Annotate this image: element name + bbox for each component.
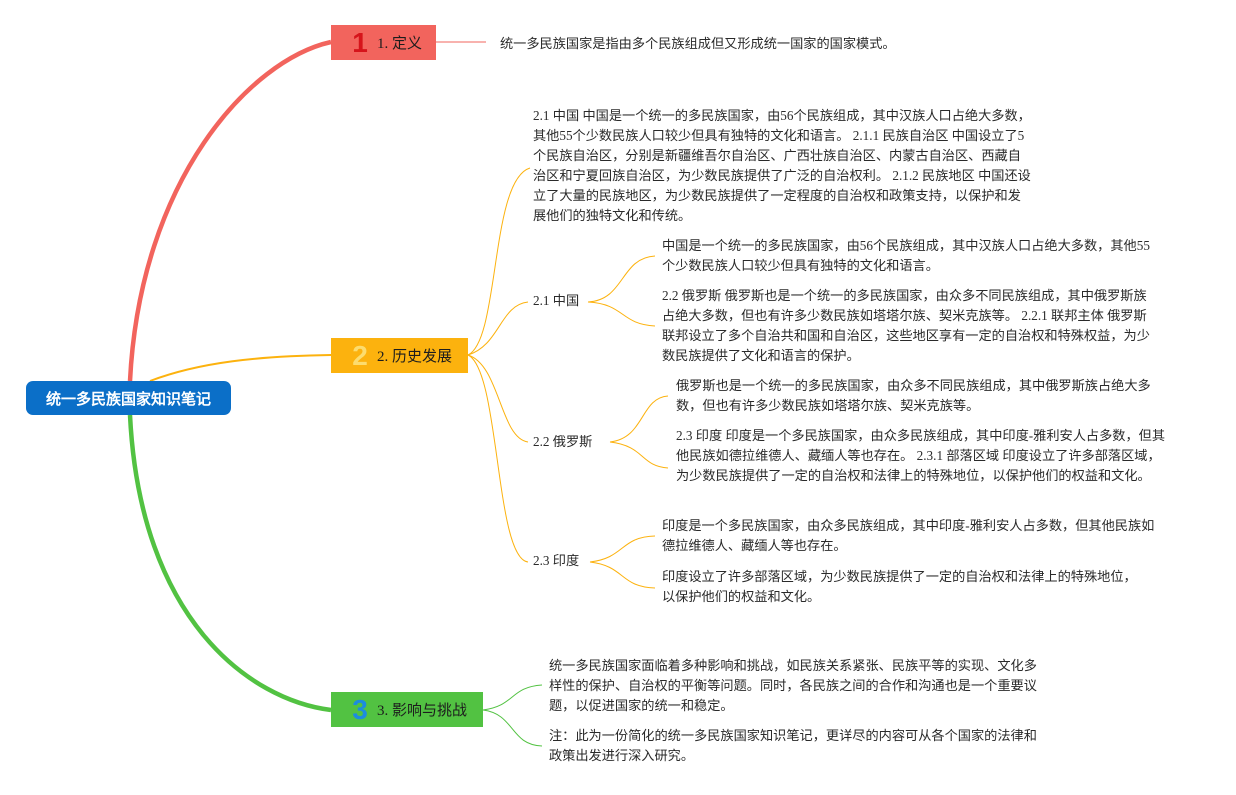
india-note-1[interactable]: 印度是一个多民族国家，由众多民族组成，其中印度-雅利安人占多数，但其他民族如德拉…	[662, 518, 1155, 553]
root-title: 统一多民族国家知识笔记	[45, 390, 211, 408]
branch-number-2: 2	[352, 339, 368, 371]
link-history-russia	[467, 354, 529, 443]
subtopic-china[interactable]: 2.1 中国	[533, 293, 580, 308]
india-note-2[interactable]: 印度设立了许多部落区域，为少数民族提供了一定的自治权和法律上的特殊地位，以保护他…	[662, 569, 1137, 604]
link-china-note-1	[587, 255, 656, 303]
branch-number-1: 1	[352, 26, 368, 58]
impact-note-1[interactable]: 统一多民族国家面临着多种影响和挑战，如民族关系紧张、民族平等的实现、文化多样性的…	[549, 658, 1037, 713]
branch-label: 1. 定义	[377, 36, 423, 52]
branch-history[interactable]: 2 2. 历史发展	[331, 338, 468, 373]
link-impact-note-1	[482, 684, 543, 711]
china-note-2[interactable]: 2.2 俄罗斯 俄罗斯也是一个统一的多民族国家，由众多不同民族组成，其中俄罗斯族…	[662, 288, 1150, 363]
subtopic-russia[interactable]: 2.2 俄罗斯	[533, 434, 593, 449]
branch-number-3: 3	[352, 693, 368, 725]
link-root-definition	[127, 39, 332, 382]
branch-impact[interactable]: 3 3. 影响与挑战	[331, 692, 483, 727]
link-india-note-2	[589, 561, 656, 589]
link-impact-note-2	[482, 709, 543, 747]
impact-note-2[interactable]: 注：此为一份简化的统一多民族国家知识笔记，更详尽的内容可从各个国家的法律和政策出…	[549, 728, 1037, 763]
subtopic-india[interactable]: 2.3 印度	[533, 553, 580, 568]
link-india-note-1	[589, 535, 656, 563]
link-root-history	[149, 354, 332, 382]
link-russia-note-2	[609, 441, 669, 469]
russia-note-2[interactable]: 2.3 印度 印度是一个多民族国家，由众多民族组成，其中印度-雅利安人占多数，但…	[676, 428, 1166, 483]
history-intro-note[interactable]: 2.1 中国 中国是一个统一的多民族国家，由56个民族组成，其中汉族人口占绝大多…	[533, 108, 1031, 223]
link-root-impact	[127, 414, 332, 713]
china-note-1[interactable]: 中国是一个统一的多民族国家，由56个民族组成，其中汉族人口占绝大多数，其他55个…	[662, 238, 1150, 273]
link-history-intro	[467, 167, 531, 356]
branch-label: 2. 历史发展	[377, 349, 453, 365]
russia-note-1[interactable]: 俄罗斯也是一个统一的多民族国家，由众多不同民族组成，其中俄罗斯族占绝大多数，但也…	[676, 378, 1151, 413]
branch-label: 3. 影响与挑战	[377, 703, 468, 719]
branch-definition[interactable]: 1 1. 定义	[331, 25, 436, 60]
root-topic[interactable]: 统一多民族国家知识笔记	[26, 381, 231, 415]
link-russia-note-1	[609, 395, 669, 443]
definition-note[interactable]: 统一多民族国家是指由多个民族组成但又形成统一国家的国家模式。	[500, 36, 896, 51]
link-china-note-2	[587, 301, 656, 327]
link-history-india	[467, 354, 529, 563]
link-history-china	[467, 301, 529, 356]
